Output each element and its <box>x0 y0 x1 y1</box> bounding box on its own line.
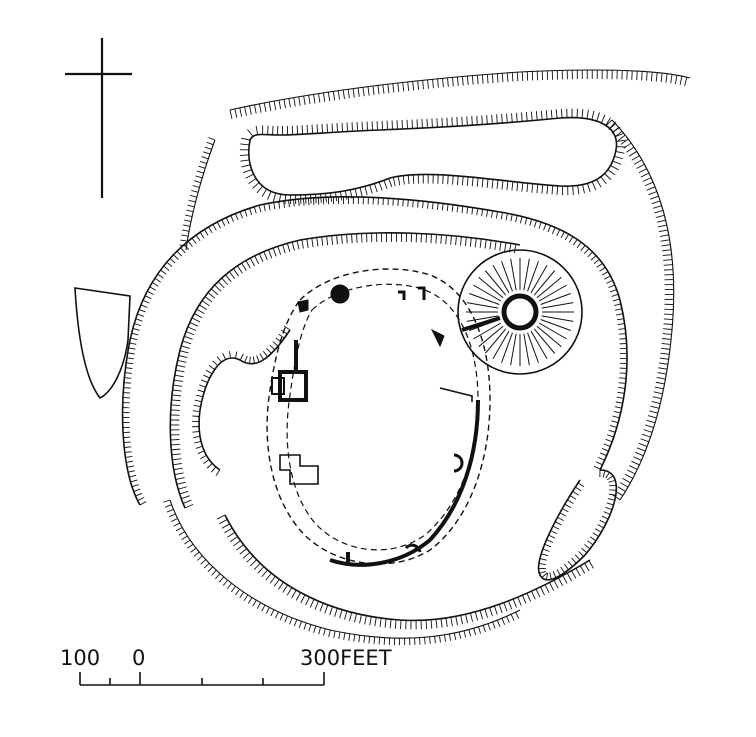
scale-label-300-feet: 300FEET <box>300 646 392 670</box>
scale-bar <box>79 672 325 686</box>
inner-bailey <box>266 268 491 567</box>
west-outwork <box>74 287 131 400</box>
chapel-block <box>279 454 319 485</box>
north-cross-icon <box>65 38 132 198</box>
earthwork-hachures <box>122 70 688 646</box>
gatehouse <box>271 370 308 402</box>
scale-label-100: 100 <box>60 646 101 670</box>
scale-label-0: 0 <box>132 646 146 670</box>
motte <box>457 249 583 375</box>
outer-ditch <box>121 116 628 622</box>
towers <box>297 284 473 566</box>
